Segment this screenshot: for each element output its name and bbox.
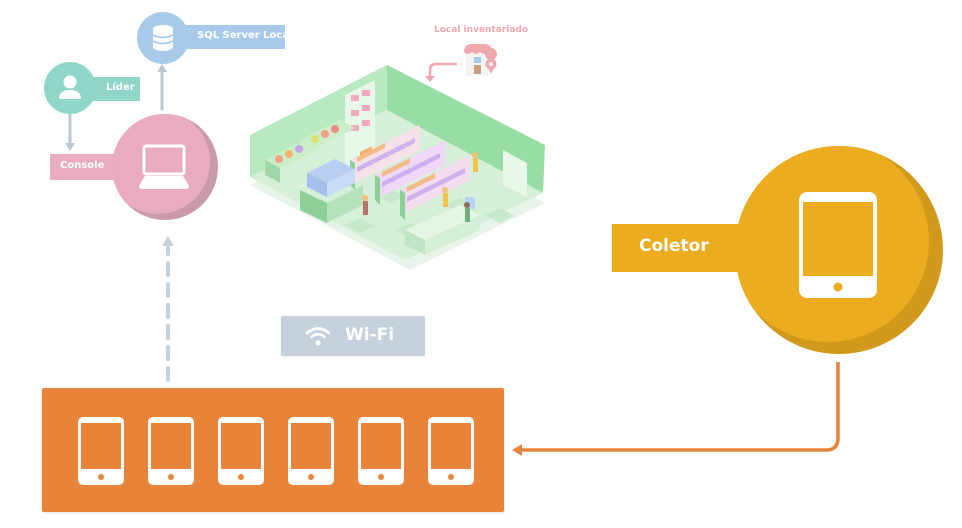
store-location-icon	[464, 44, 498, 76]
edge-store-label-arrow	[425, 62, 457, 82]
console-node: Console	[50, 114, 220, 222]
device-tablet-icon	[218, 417, 264, 485]
edge-devices-to-console	[162, 236, 174, 382]
lider-label: Líder	[106, 82, 135, 93]
device-tablet-icon	[148, 417, 194, 485]
store-label: Local inventariado	[434, 25, 529, 35]
device-tablet-icon	[428, 417, 474, 485]
tablet-icon	[799, 192, 877, 298]
wifi-label: Wi-Fi	[345, 325, 395, 345]
edge-console-to-sql	[157, 64, 167, 110]
sql-label-bar	[177, 25, 285, 49]
wifi-icon	[305, 327, 331, 346]
edge-lider-to-console	[65, 112, 75, 151]
device-tablet-icon	[358, 417, 404, 485]
console-label: Console	[60, 160, 105, 171]
coletor-label-bar	[612, 224, 752, 272]
user-icon	[59, 75, 81, 99]
lider-node: Líder	[44, 62, 144, 114]
store-label-group: Local inventariado	[430, 22, 540, 84]
coletor-circle	[735, 146, 943, 354]
device-tablet-icon	[78, 417, 124, 485]
device-row	[77, 416, 482, 486]
store-isometric-image	[250, 65, 545, 270]
store-illustration	[245, 55, 550, 280]
sql-server-node: SQL Server Local	[137, 12, 293, 64]
console-circle	[112, 114, 218, 220]
lider-circle	[44, 62, 96, 114]
sql-circle	[137, 12, 189, 64]
sql-label: SQL Server Local	[197, 30, 293, 41]
coletor-label: Coletor	[639, 236, 709, 256]
coletor-node: Coletor	[612, 146, 947, 356]
database-icon	[152, 25, 174, 51]
device-tablet-icon	[288, 417, 334, 485]
edge-coletor-to-devices	[512, 362, 840, 456]
laptop-icon	[139, 144, 189, 189]
wifi-badge: Wi-Fi	[281, 316, 425, 356]
devices-panel	[42, 388, 504, 512]
